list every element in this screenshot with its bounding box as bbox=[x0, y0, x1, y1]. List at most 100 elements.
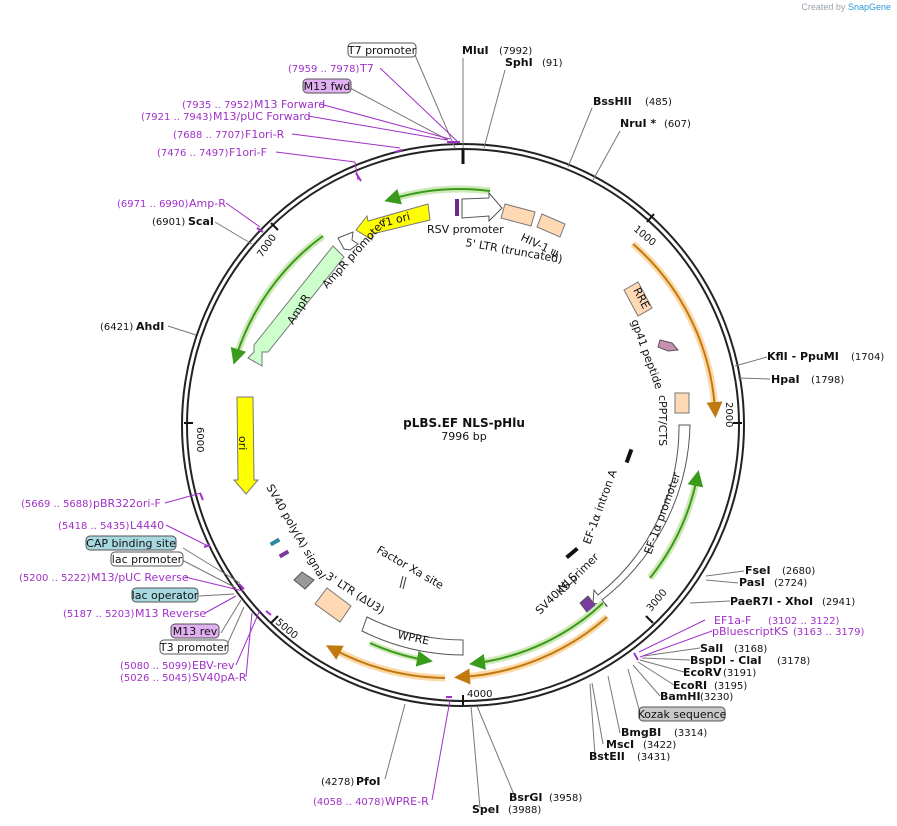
t7-promoter-label: T7 promoter bbox=[347, 44, 417, 57]
site-fsei: FseI bbox=[745, 564, 771, 577]
arc-wpre-green bbox=[369, 642, 433, 667]
site-ecori: EcoRI bbox=[673, 679, 707, 692]
site-paer7i-xhoi: PaeR7I - XhoI bbox=[730, 595, 813, 608]
cap-binding-site-box bbox=[85, 535, 177, 551]
cap-binding-site-label: CAP binding site bbox=[86, 537, 176, 550]
factor-xa-mark-1 bbox=[399, 575, 404, 589]
site-ahdi: AhdI bbox=[136, 320, 164, 333]
primer-pbluescriptks-pos: (3163 .. 3179) bbox=[793, 627, 865, 638]
primer-m13-reverse-pos: (5187 .. 5203) bbox=[63, 609, 135, 620]
tick-marks bbox=[184, 213, 742, 705]
site-nrui-pos: (607) bbox=[664, 119, 691, 130]
primer-ticks bbox=[199, 141, 639, 698]
site-pasi-pos: (2724) bbox=[774, 578, 807, 589]
tick-6000: 6000 bbox=[194, 427, 205, 452]
rsv-promoter-feature bbox=[461, 191, 503, 223]
site-hpai-pos: (1798) bbox=[811, 375, 844, 386]
primer-m13puc-forward-pos: (7921 .. 7943) bbox=[141, 112, 213, 123]
site-msci-pos: (3422) bbox=[643, 740, 676, 751]
sv40-polya-feature bbox=[293, 571, 315, 590]
credit-prefix: Created by bbox=[801, 2, 846, 12]
site-bamhi-pos: (3230) bbox=[700, 692, 733, 703]
tick-3000: 3000 bbox=[645, 587, 670, 614]
site-sali: SalI bbox=[700, 642, 723, 655]
ef1a-promoter-feature bbox=[592, 424, 691, 607]
site-ahdi-pos: (6421) bbox=[100, 322, 133, 333]
arc-right-orange-bg bbox=[630, 241, 719, 411]
tick-4000: 4000 bbox=[467, 689, 492, 700]
gp41-label: gp41 peptide bbox=[628, 318, 665, 392]
primer-m13-forward: M13 Forward bbox=[254, 98, 325, 111]
kozak-sequence-box bbox=[638, 706, 726, 722]
primer-ef1a-f-pos: (3102 .. 3122) bbox=[768, 616, 840, 627]
factor-xa-mark-2 bbox=[402, 576, 407, 590]
site-bsshii-pos: (485) bbox=[645, 97, 672, 108]
primer-amp-r: Amp-R bbox=[189, 197, 226, 210]
site-paer7i-xhoi-pos: (2941) bbox=[822, 597, 855, 608]
hiv-psi-feature bbox=[536, 213, 566, 238]
site-sphi: SphI bbox=[505, 56, 533, 69]
site-hpai: HpaI bbox=[771, 373, 800, 386]
primer-wpre-r-pos: (4058 .. 4078) bbox=[313, 797, 385, 808]
site-ecorv: EcoRV bbox=[683, 666, 722, 679]
gp41-feature bbox=[657, 339, 680, 352]
site-fsei-pos: (2680) bbox=[782, 566, 815, 577]
primer-amp-r-pos: (6971 .. 6990) bbox=[117, 199, 189, 210]
primer-pbr322ori-f: pBR322ori-F bbox=[93, 497, 161, 510]
ampr-feature bbox=[247, 245, 345, 367]
tick-7000: 7000 bbox=[255, 233, 279, 260]
primer-ebv-rev: EBV-rev bbox=[192, 659, 235, 672]
site-msci: MscI bbox=[606, 738, 634, 751]
cppt-feature bbox=[674, 392, 690, 414]
site-nrui: NruI * bbox=[620, 117, 656, 130]
factor-xa-label: Factor Xa site bbox=[375, 543, 446, 592]
site-bsrgi-pos: (3958) bbox=[549, 793, 582, 804]
site-bsrgi: BsrGI bbox=[509, 791, 542, 804]
t7-promoter-box bbox=[347, 42, 417, 58]
primer-sv40pa-r-pos: (5026 .. 5045) bbox=[120, 673, 192, 684]
m13-fwd-box bbox=[302, 78, 352, 94]
site-pfoi: PfoI bbox=[356, 775, 381, 788]
primer-m13-forward-pos: (7935 .. 7952) bbox=[182, 100, 254, 111]
site-kfli-ppumi: KflI - PpuMI bbox=[767, 350, 839, 363]
tick-2000: 2000 bbox=[723, 402, 734, 427]
site-pasi: PasI bbox=[739, 576, 765, 589]
site-bspdi-clai-pos: (3178) bbox=[777, 656, 810, 667]
credit-brand: SnapGene bbox=[847, 2, 891, 12]
primer-leaders bbox=[164, 67, 713, 801]
primer-m13puc-forward: M13/pUC Forward bbox=[213, 110, 311, 123]
arc-bottom-green bbox=[469, 602, 604, 670]
rsv-promoter-label: RSV promoter bbox=[427, 223, 504, 236]
sv40-nls-label: SV40 NLS bbox=[533, 570, 580, 617]
site-spei: SpeI bbox=[472, 803, 499, 816]
cap-marker bbox=[269, 537, 281, 547]
site-scai: ScaI bbox=[188, 215, 214, 228]
kozak-sequence-label: Kozak sequence bbox=[638, 708, 727, 721]
lac-promoter-box bbox=[110, 551, 184, 567]
site-mlui: MluI bbox=[462, 44, 489, 57]
rre-feature bbox=[623, 281, 653, 317]
site-pfoi-pos: (4278) bbox=[321, 777, 354, 788]
primer-f1ori-f-pos: (7476 .. 7497) bbox=[157, 148, 229, 159]
primer-t7-pos: (7959 .. 7978) bbox=[288, 64, 360, 75]
snapgene-credit: Created by SnapGene bbox=[801, 2, 891, 12]
rsv-marker bbox=[455, 199, 459, 216]
t3-promoter-box bbox=[159, 639, 229, 655]
primer-f1ori-r: F1ori-R bbox=[245, 128, 285, 141]
ampr-promoter-feature bbox=[337, 231, 359, 251]
ltr3-feature bbox=[314, 587, 352, 623]
ltr5-feature bbox=[500, 203, 536, 227]
lac-operator-label: lac operator bbox=[132, 589, 199, 602]
primer-pbluescriptks: pBluescriptKS bbox=[712, 625, 788, 638]
arc-wpre-orange bbox=[325, 645, 446, 679]
ori-feature bbox=[232, 396, 260, 495]
site-scai-pos: (6901) bbox=[152, 217, 185, 228]
primer-f1ori-f: F1ori-F bbox=[229, 146, 267, 159]
site-bsshii: BssHII bbox=[593, 95, 632, 108]
site-mlui-pos: (7992) bbox=[499, 46, 532, 57]
site-spei-pos: (3988) bbox=[508, 805, 541, 816]
ori-label: ori bbox=[236, 436, 249, 450]
t3-promoter-label: T3 promoter bbox=[159, 641, 229, 654]
plasmid-name: pLBS.EF NLS-pHlu bbox=[403, 416, 525, 430]
